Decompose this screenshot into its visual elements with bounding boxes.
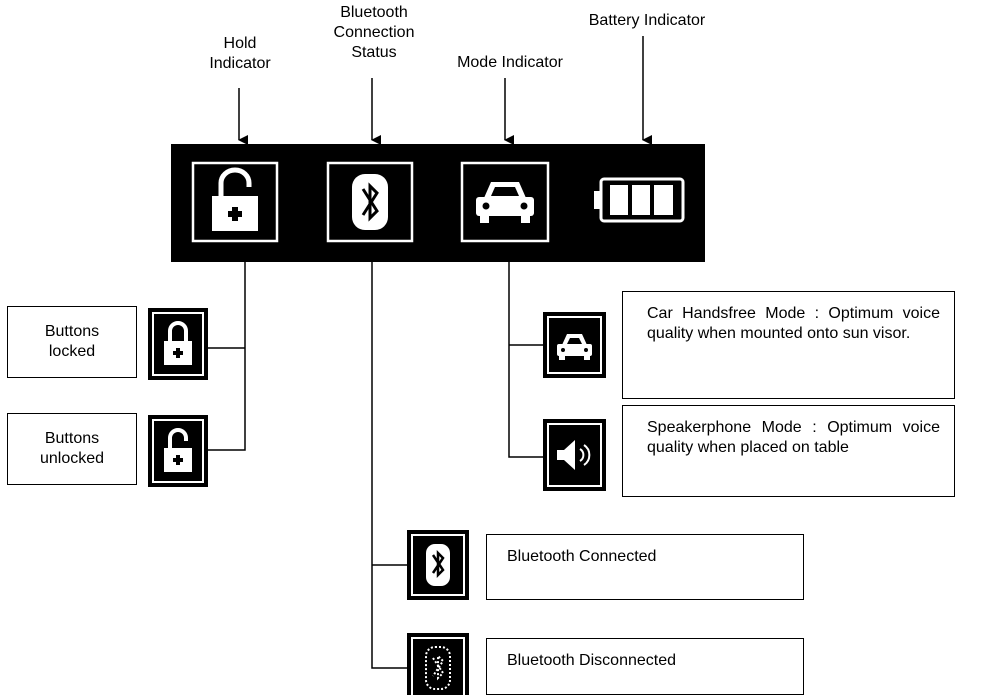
bluetooth-status-label: Bluetooth Connection Status <box>333 4 415 61</box>
bluetooth-connected-label: Bluetooth Connected <box>486 534 804 600</box>
lock-icon <box>148 308 208 380</box>
speakerphone-mode-description: Speakerphone Mode : Optimum voice qualit… <box>622 405 955 497</box>
car-icon <box>543 312 606 378</box>
hold-connector <box>208 262 246 451</box>
unlock-icon <box>148 415 208 487</box>
connector-lines <box>208 262 543 669</box>
bluetooth-disconnected-label: Bluetooth Disconnected <box>486 638 804 695</box>
car-handsfree-mode-description: Car Handsfree Mode : Optimum voice quali… <box>622 291 955 399</box>
bluetooth-icon <box>407 530 469 600</box>
speaker-icon <box>543 419 606 491</box>
battery-indicator-label: Battery Indicator <box>588 12 706 29</box>
hold-indicator-label: Hold Indicator <box>209 35 271 72</box>
bluetooth-disconnected-icon <box>407 633 469 695</box>
unlock-icon <box>191 161 279 243</box>
bluetooth-icon <box>326 161 414 243</box>
buttons-locked-label: Buttons locked <box>7 306 137 378</box>
header-arrows <box>238 36 652 145</box>
mode-connector <box>508 262 543 458</box>
car-icon <box>460 161 550 243</box>
mode-indicator-label: Mode Indicator <box>457 54 563 71</box>
bluetooth-connector <box>371 262 407 669</box>
battery-icon <box>594 177 685 223</box>
buttons-unlocked-label: Buttons unlocked <box>7 413 137 485</box>
